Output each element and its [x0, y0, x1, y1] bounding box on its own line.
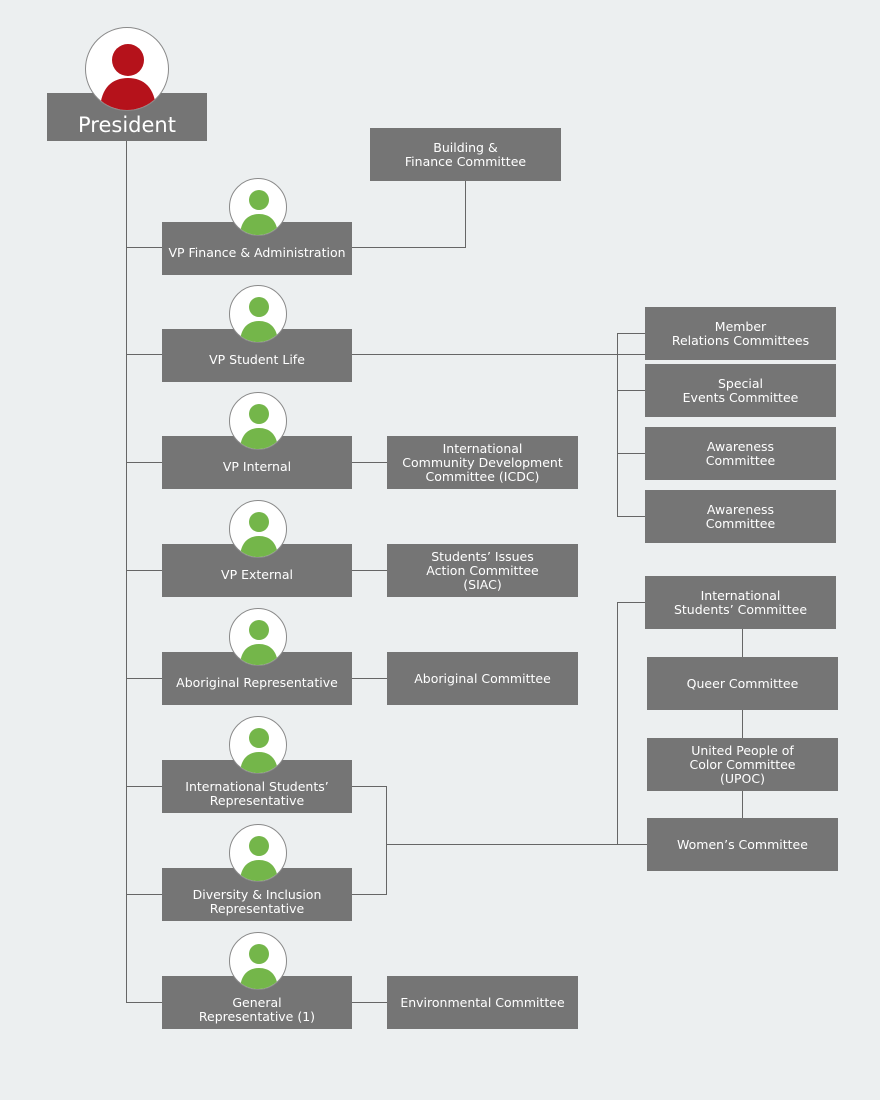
- committee-international-students: International Students’ Committee: [645, 576, 836, 629]
- role-label: General Representative (1): [198, 995, 316, 1024]
- person-icon: [229, 608, 287, 666]
- person-icon: [229, 178, 287, 236]
- role-vp-external: VP External: [162, 544, 352, 597]
- person-icon: [229, 392, 287, 450]
- committee-special-events: Special Events Committee: [645, 364, 836, 417]
- committee-building-finance: Building & Finance Committee: [370, 128, 561, 181]
- committee-siac: Students’ Issues Action Committee (SIAC): [387, 544, 578, 597]
- committee-icdc: International Community Development Comm…: [387, 436, 578, 489]
- president-label: President: [78, 113, 176, 137]
- committee-awareness-1: Awareness Committee: [645, 427, 836, 480]
- person-icon: [229, 500, 287, 558]
- role-label: Diversity & Inclusion Representative: [192, 887, 322, 916]
- role-aboriginal-representative: Aboriginal Representative: [162, 652, 352, 705]
- committee-aboriginal: Aboriginal Committee: [387, 652, 578, 705]
- role-label: VP Finance & Administration: [168, 245, 346, 260]
- president-avatar-icon: [85, 27, 169, 111]
- committee-environmental: Environmental Committee: [387, 976, 578, 1029]
- role-label: Aboriginal Representative: [176, 675, 338, 690]
- committee-member-relations: Member Relations Committees: [645, 307, 836, 360]
- person-icon: [229, 932, 287, 990]
- person-icon: [229, 716, 287, 774]
- committee-awareness-2: Awareness Committee: [645, 490, 836, 543]
- committee-womens: Women’s Committee: [647, 818, 838, 871]
- committee-queer: Queer Committee: [647, 657, 838, 710]
- role-label: International Students’ Representative: [185, 779, 329, 808]
- committee-upoc: United People of Color Committee (UPOC): [647, 738, 838, 791]
- role-label: VP External: [221, 567, 293, 582]
- role-label: VP Internal: [222, 459, 292, 474]
- person-icon: [229, 285, 287, 343]
- person-icon: [229, 824, 287, 882]
- role-label: VP Student Life: [209, 352, 305, 367]
- role-vp-student-life: VP Student Life: [162, 329, 352, 382]
